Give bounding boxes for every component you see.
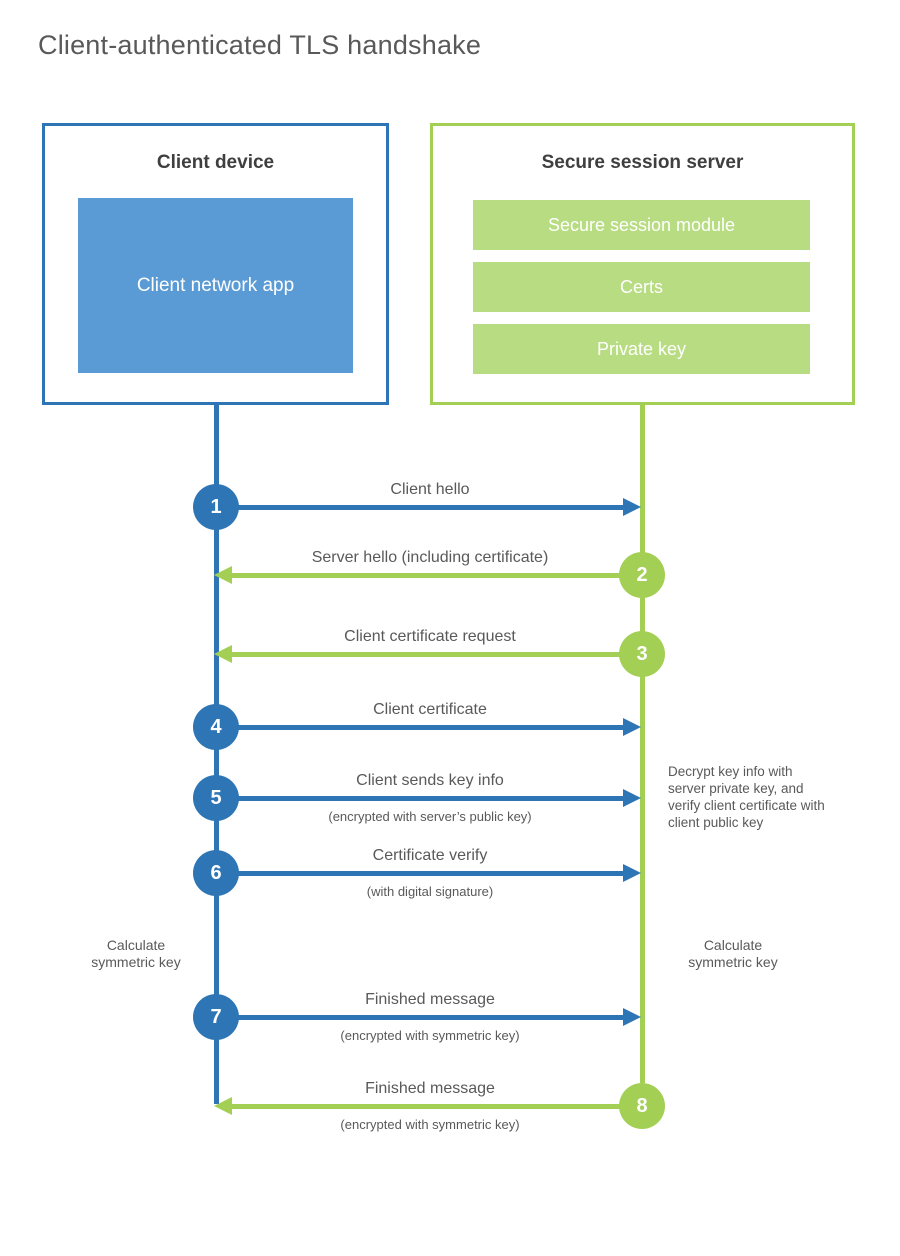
arrowhead-step-7 — [623, 1008, 641, 1026]
arrowhead-step-6 — [623, 864, 641, 882]
step-circle-3: 3 — [619, 631, 665, 677]
server-lifeline — [640, 405, 645, 1083]
server-module-private-key: Private key — [473, 324, 810, 374]
message-label-step-5: Client sends key info — [356, 772, 504, 789]
arrow-line-step-5 — [216, 796, 623, 801]
secure-session-server-title: Secure session server — [541, 152, 744, 173]
client-network-app-box: Client network app — [78, 198, 353, 373]
arrow-line-step-1 — [216, 505, 623, 510]
calc-symmetric-key-note-server: Calculate symmetric key — [688, 937, 778, 970]
arrowhead-step-5 — [623, 789, 641, 807]
arrowhead-step-8 — [214, 1097, 232, 1115]
arrow-line-step-3 — [232, 652, 642, 657]
step-circle-8: 8 — [619, 1083, 665, 1129]
server-module-certs: Certs — [473, 262, 810, 312]
secure-session-server-box: Secure session server Secure session mod… — [430, 123, 855, 405]
message-label-step-8: Finished message — [365, 1080, 495, 1097]
server-module-secure-session: Secure session module — [473, 200, 810, 250]
decrypt-key-info-note: Decrypt key info with server private key… — [668, 764, 825, 830]
arrowhead-step-3 — [214, 645, 232, 663]
diagram-title: Client-authenticated TLS handshake — [38, 30, 482, 60]
client-device-box: Client device Client network app — [42, 123, 389, 405]
step-circle-1: 1 — [193, 484, 239, 530]
client-lifeline — [214, 405, 219, 1104]
message-label-step-2: Server hello (including certificate) — [311, 549, 549, 566]
arrow-line-step-6 — [216, 871, 623, 876]
client-device-title: Client device — [156, 152, 275, 173]
arrow-line-step-2 — [232, 573, 642, 578]
message-label-step-7: Finished message — [365, 991, 495, 1008]
message-label-step-6: Certificate verify — [372, 847, 488, 864]
step-circle-2: 2 — [619, 552, 665, 598]
message-sublabel-step-5: (encrypted with server’s public key) — [328, 809, 532, 824]
step-circle-4: 4 — [193, 704, 239, 750]
message-label-step-4: Client certificate — [373, 701, 487, 718]
arrow-line-step-4 — [216, 725, 623, 730]
message-sublabel-step-7: (encrypted with symmetric key) — [340, 1028, 520, 1043]
message-sublabel-step-6: (with digital signature) — [366, 884, 494, 899]
arrowhead-step-1 — [623, 498, 641, 516]
message-label-step-3: Client certificate request — [344, 628, 516, 645]
step-circle-7: 7 — [193, 994, 239, 1040]
message-sublabel-step-8: (encrypted with symmetric key) — [340, 1117, 520, 1132]
calc-symmetric-key-note-client: Calculate symmetric key — [91, 937, 181, 970]
arrowhead-step-2 — [214, 566, 232, 584]
step-circle-5: 5 — [193, 775, 239, 821]
message-label-step-1: Client hello — [390, 481, 470, 498]
arrowhead-step-4 — [623, 718, 641, 736]
client-network-app-label: Client network app — [136, 274, 295, 296]
arrow-line-step-7 — [216, 1015, 623, 1020]
step-circle-6: 6 — [193, 850, 239, 896]
arrow-line-step-8 — [232, 1104, 642, 1109]
